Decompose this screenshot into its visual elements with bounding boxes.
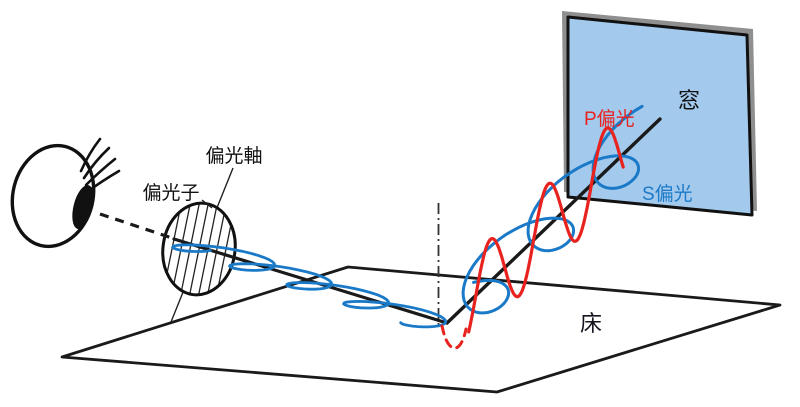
p-wave: [467, 126, 625, 334]
pupil: [72, 185, 94, 229]
s-wave-reflected: [170, 243, 448, 329]
label-polarization-axis: 偏光軸: [205, 145, 262, 167]
label-s-polarization: S偏光: [642, 183, 693, 205]
s-wave-incident: [461, 104, 644, 315]
label-polarizer: 偏光子: [142, 182, 199, 204]
polarizer: [156, 199, 242, 299]
polarizer-label-leader: [201, 199, 213, 209]
sight-dashed-line: [99, 212, 173, 240]
floor: [60, 265, 782, 394]
reflected-ray: [172, 237, 449, 325]
eye: [10, 137, 121, 249]
label-p-polarization: P偏光: [584, 108, 635, 130]
label-floor: 床: [580, 311, 602, 336]
eyelashes: [79, 137, 121, 194]
window: [566, 15, 754, 217]
incident-ray: [445, 117, 662, 325]
label-window: 窓: [678, 88, 700, 113]
